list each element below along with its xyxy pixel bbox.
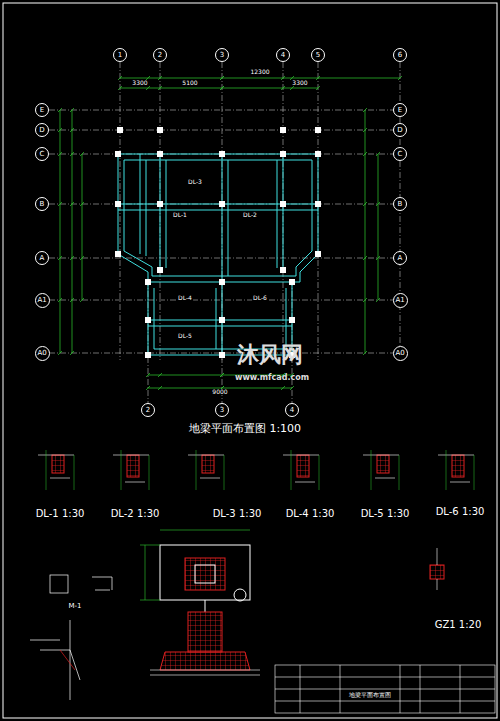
axis-label: A xyxy=(40,255,45,262)
axis-label: B xyxy=(40,201,45,208)
axis-label: 5 xyxy=(316,52,320,59)
axis-bubble: A xyxy=(393,251,407,265)
watermark: www.mfcad.com xyxy=(235,374,309,382)
axis-bubble: E xyxy=(393,103,407,117)
axis-label: A0 xyxy=(37,350,46,357)
beam-label: DL-2 xyxy=(242,212,258,218)
detail-label: M-1 xyxy=(68,603,81,610)
gz1-detail xyxy=(430,548,444,590)
axis-bubble: 6 xyxy=(393,48,407,62)
section-title: DL-5 1:30 xyxy=(361,509,410,519)
axis-label: A0 xyxy=(395,350,404,357)
axis-bubble: B xyxy=(35,197,49,211)
beam-label: DL-5 xyxy=(177,333,193,339)
axis-label: A1 xyxy=(395,297,404,304)
axis-label: B xyxy=(398,201,403,208)
detail-title: GZ1 1:20 xyxy=(435,620,482,630)
axis-bubble: A1 xyxy=(393,293,408,308)
axis-bubble: 4 xyxy=(276,48,290,62)
beam-label: DL-6 xyxy=(252,295,268,301)
axis-label: 2 xyxy=(158,52,162,59)
axis-label: E xyxy=(40,107,44,114)
m1-detail xyxy=(30,575,112,700)
section-title: DL-1 1:30 xyxy=(36,509,85,519)
section-title: DL-2 1:30 xyxy=(111,509,160,519)
section-title: DL-3 1:30 xyxy=(213,509,262,519)
dimension: 12300 xyxy=(249,69,270,75)
title-block xyxy=(275,665,495,713)
dimension: 3300 xyxy=(131,80,148,86)
axis-bubble: B xyxy=(393,197,407,211)
axis-bubble: A1 xyxy=(35,293,50,308)
dimension: 3300 xyxy=(291,80,308,86)
beam-label: DL-4 xyxy=(177,295,193,301)
axis-label: C xyxy=(40,151,45,158)
axis-label: E xyxy=(398,107,402,114)
watermark: 沐风网 xyxy=(237,344,303,366)
axis-label: D xyxy=(397,127,402,134)
axis-label: 6 xyxy=(398,52,402,59)
beam-label: DL-1 xyxy=(172,212,188,218)
axis-bubble: A xyxy=(35,251,49,265)
drawing-title: 地梁平面布置图 1:100 xyxy=(189,423,301,434)
axis-bubble: 3 xyxy=(215,403,229,417)
axis-label: D xyxy=(39,127,44,134)
axis-bubble: 4 xyxy=(285,403,299,417)
axis-bubble: 1 xyxy=(113,48,127,62)
axis-bubble: 3 xyxy=(215,48,229,62)
axis-bubble: A0 xyxy=(35,346,50,361)
section-title: DL-6 1:30 xyxy=(436,507,485,517)
axis-label: A xyxy=(398,255,403,262)
axis-bubble: D xyxy=(393,123,407,137)
section-title: DL-4 1:30 xyxy=(286,509,335,519)
axis-label: 3 xyxy=(220,407,224,414)
foundation-beams xyxy=(118,154,318,355)
axis-label: C xyxy=(398,151,403,158)
axis-bubble: 2 xyxy=(141,403,155,417)
axis-label: 4 xyxy=(290,407,294,414)
axis-label: 1 xyxy=(118,52,122,59)
axis-bubble: A0 xyxy=(393,346,408,361)
axis-label: A1 xyxy=(37,297,46,304)
foundation-detail xyxy=(140,530,260,675)
axis-label: 2 xyxy=(146,407,150,414)
axis-bubble: D xyxy=(35,123,49,137)
axis-bubble: C xyxy=(393,147,407,161)
axis-label: 3 xyxy=(220,52,224,59)
axis-bubble: E xyxy=(35,103,49,117)
axis-bubble: 5 xyxy=(311,48,325,62)
dimension: 9000 xyxy=(211,389,228,395)
axis-label: 4 xyxy=(281,52,285,59)
axis-bubble: C xyxy=(35,147,49,161)
title-block-text: 地梁平面布置图 xyxy=(349,692,391,698)
axis-bubble: 2 xyxy=(153,48,167,62)
beam-label: DL-3 xyxy=(187,179,203,185)
dimension: 5100 xyxy=(181,80,198,86)
